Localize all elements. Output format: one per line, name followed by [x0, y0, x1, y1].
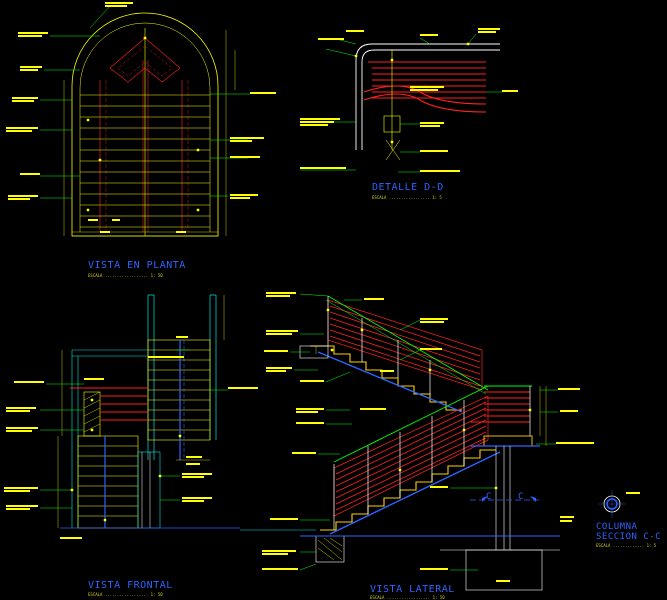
column-section-title: COLUMNA: [596, 522, 638, 532]
section-mark-c-right: C: [518, 492, 524, 502]
side-view-title: VISTA LATERAL: [370, 584, 455, 595]
plan-view-scale: ESCALA .................. 1: 50: [88, 273, 163, 278]
side-view-drawing: [240, 292, 594, 591]
side-view-scale: ESCALA .................. 1: 50: [370, 595, 445, 600]
front-view-title: VISTA FRONTAL: [88, 580, 173, 591]
section-mark-c-left: C: [486, 492, 492, 502]
column-section-scale: ESCALA ............. 1: 5: [596, 543, 657, 548]
plan-view-title: VISTA EN PLANTA: [88, 260, 186, 271]
detail-dd-scale: ESCALA ................. 1: 5: [372, 195, 442, 200]
plan-view-drawing: [6, 2, 276, 237]
front-view-drawing: [4, 294, 258, 539]
detail-dd-drawing: [300, 28, 518, 173]
column-section-subtitle: SECCION C-C: [596, 532, 662, 542]
column-section-drawing: [598, 490, 640, 518]
detail-dd-title: DETALLE D-D: [372, 182, 444, 193]
front-view-scale: ESCALA .................. 1: 50: [88, 592, 163, 597]
